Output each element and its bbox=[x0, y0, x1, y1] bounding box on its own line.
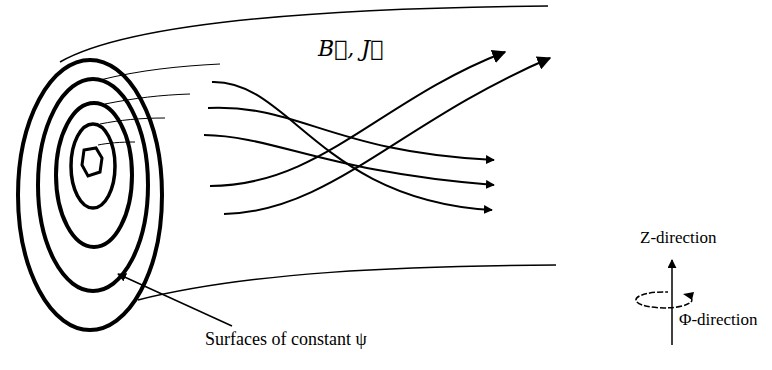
field-line bbox=[204, 135, 494, 185]
flux-surface bbox=[18, 60, 162, 330]
phi-arrowhead bbox=[683, 292, 694, 300]
leader-arrow bbox=[118, 274, 232, 326]
vector-label: B⃗, J⃗ bbox=[318, 36, 383, 62]
surface-extension bbox=[100, 118, 165, 124]
flux-surface bbox=[56, 103, 132, 247]
flux-surface bbox=[71, 124, 115, 208]
tube-outline bbox=[138, 265, 556, 300]
surface-label: Surfaces of constant ψ bbox=[205, 329, 367, 351]
field-line bbox=[210, 52, 505, 186]
flux-surface bbox=[38, 79, 148, 291]
field-line bbox=[224, 58, 550, 214]
surface-extension bbox=[100, 64, 220, 80]
direction-label: Φ-direction bbox=[679, 310, 758, 330]
field-line bbox=[212, 82, 492, 210]
surface-extension bbox=[98, 142, 135, 145]
field-line bbox=[208, 108, 494, 160]
magnetic-axis bbox=[82, 148, 102, 176]
tube-outline bbox=[60, 6, 548, 62]
direction-label: Z-direction bbox=[640, 228, 716, 248]
z-arrow bbox=[671, 260, 673, 345]
surface-extension bbox=[105, 94, 190, 104]
